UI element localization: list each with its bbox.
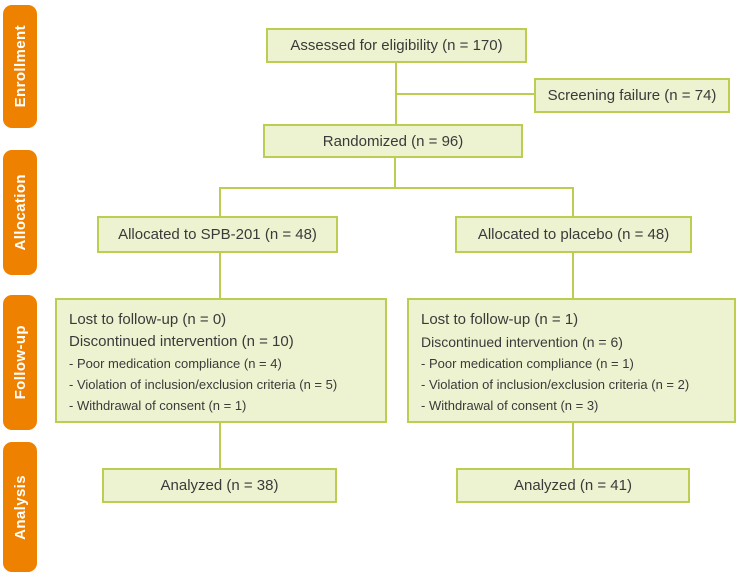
stage-label-analysis: Analysis: [3, 442, 37, 572]
followup-left-discontinued-line: Discontinued intervention (n = 10): [69, 333, 294, 350]
box-analyzed-placebo: Analyzed (n = 41): [456, 468, 690, 503]
followup-right-lost-line: Lost to follow-up (n = 1): [421, 311, 579, 328]
box-followup-placebo: Lost to follow-up (n = 1) Discontinued i…: [407, 298, 736, 423]
connector-split-to-spb201: [219, 187, 221, 216]
box-analyzed-placebo-text: Analyzed (n = 41): [514, 477, 632, 494]
followup-left-reason-withdrawal: - Withdrawal of consent (n = 1): [69, 398, 247, 413]
stage-label-allocation-text: Allocation: [11, 174, 29, 251]
followup-left-reason-violation: - Violation of inclusion/exclusion crite…: [69, 377, 338, 392]
box-randomized: Randomized (n = 96): [263, 124, 523, 158]
connector-randomization-split: [219, 187, 574, 189]
connector-followup-to-analyzed-right: [572, 423, 574, 468]
stage-label-allocation: Allocation: [3, 150, 37, 275]
box-screening-text: Screening failure (n = 74): [547, 87, 717, 104]
stage-label-enrollment: Enrollment: [3, 5, 37, 128]
followup-left-reason-compliance: - Poor medication compliance (n = 4): [69, 356, 282, 371]
box-screening-failure: Screening failure (n = 74): [534, 78, 730, 113]
box-allocated-spb201: Allocated to SPB-201 (n = 48): [97, 216, 338, 253]
stage-label-followup-text: Follow-up: [11, 325, 29, 400]
followup-left-lost-line: Lost to follow-up (n = 0): [69, 311, 227, 328]
box-assessed-text: Assessed for eligibility (n = 170): [290, 37, 503, 54]
box-followup-spb201: Lost to follow-up (n = 0) Discontinued i…: [55, 298, 387, 423]
connector-randomized-down: [394, 158, 396, 187]
connector-placebo-to-followup: [572, 253, 574, 298]
stage-label-enrollment-text: Enrollment: [11, 25, 29, 108]
stage-label-analysis-text: Analysis: [11, 474, 29, 540]
box-analyzed-spb201: Analyzed (n = 38): [102, 468, 337, 503]
followup-right-reason-compliance: - Poor medication compliance (n = 1): [421, 356, 634, 371]
stage-label-followup: Follow-up: [3, 295, 37, 430]
followup-right-reason-violation: - Violation of inclusion/exclusion crite…: [421, 377, 690, 392]
box-analyzed-spb201-text: Analyzed (n = 38): [160, 477, 279, 494]
connector-spb201-to-followup: [219, 253, 221, 298]
box-allocated-spb201-text: Allocated to SPB-201 (n = 48): [118, 226, 317, 243]
connector-branch-screening-failure: [396, 93, 534, 95]
box-allocated-placebo: Allocated to placebo (n = 48): [455, 216, 692, 253]
connector-split-to-placebo: [572, 187, 574, 216]
followup-right-reason-withdrawal: - Withdrawal of consent (n = 3): [421, 398, 599, 413]
followup-right-discontinued-line: Discontinued intervention (n = 6): [421, 334, 623, 350]
box-allocated-placebo-text: Allocated to placebo (n = 48): [477, 226, 670, 243]
box-assessed-for-eligibility: Assessed for eligibility (n = 170): [266, 28, 527, 63]
connector-followup-to-analyzed-left: [219, 423, 221, 468]
box-randomized-text: Randomized (n = 96): [322, 132, 464, 150]
